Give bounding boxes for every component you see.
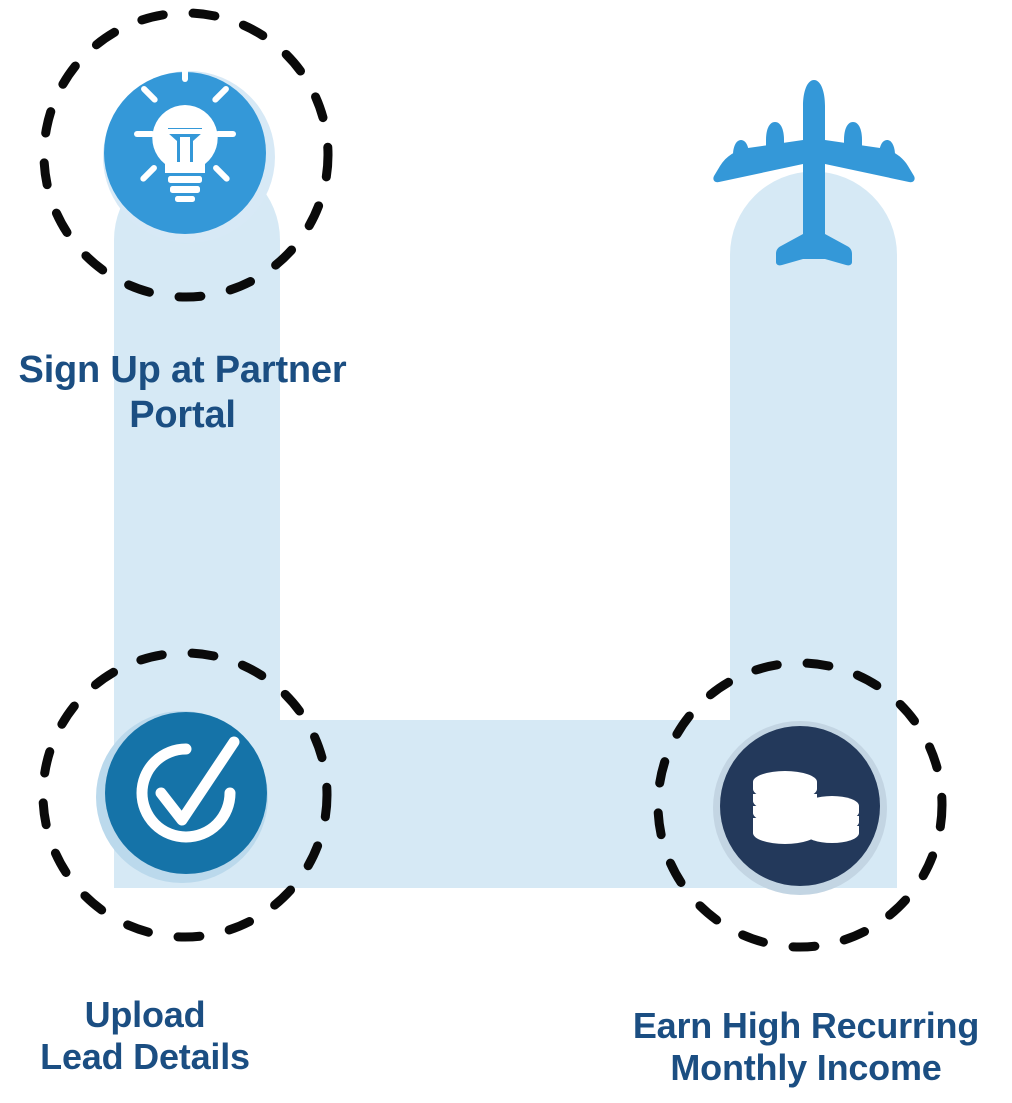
track-corner-bottom-left xyxy=(114,840,162,888)
dashed-circle-earn xyxy=(653,658,947,952)
dashed-circle-signup xyxy=(39,8,333,302)
lightbulb-icon xyxy=(134,61,236,202)
dashed-circle-upload xyxy=(38,648,332,942)
track-corner-bottom-right xyxy=(849,840,897,888)
badge-circle-upload xyxy=(105,712,267,874)
airplane-icon xyxy=(713,80,915,266)
track-left-column xyxy=(114,157,280,888)
step-badge-signup[interactable] xyxy=(103,61,275,243)
coins-icon xyxy=(753,771,859,844)
check-circle-icon xyxy=(136,736,240,843)
step-badge-upload[interactable] xyxy=(96,711,268,883)
track-right-column xyxy=(730,171,897,889)
step-badge-earn[interactable] xyxy=(713,721,887,895)
